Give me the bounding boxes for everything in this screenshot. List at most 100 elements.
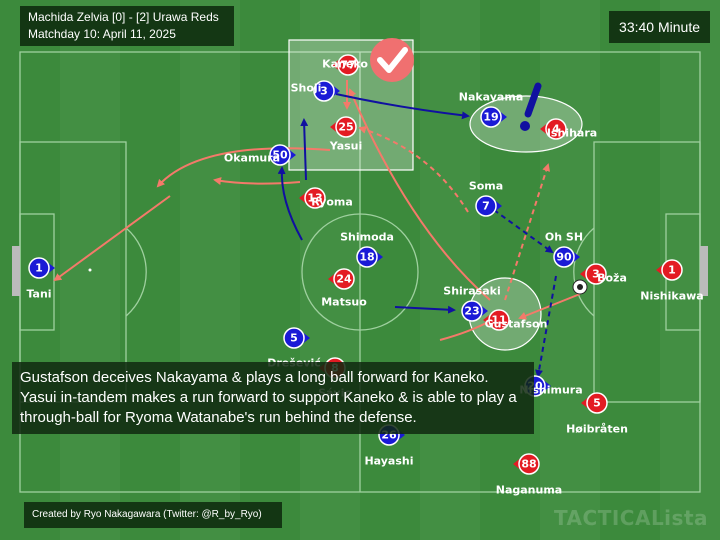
player-machida-7: 7 Soma bbox=[469, 180, 503, 217]
player-name: Okamura bbox=[224, 152, 280, 165]
player-number: 13 bbox=[307, 192, 322, 205]
player-number: 23 bbox=[464, 305, 479, 318]
player-disc bbox=[283, 327, 305, 349]
okamura-step-arrow bbox=[300, 118, 309, 181]
exclamation-icon bbox=[520, 82, 542, 131]
player-disc bbox=[661, 259, 683, 281]
player-number: 5 bbox=[593, 397, 601, 410]
player-disc bbox=[586, 392, 608, 414]
player-number: 1 bbox=[668, 264, 676, 277]
player-number: 77 bbox=[340, 59, 355, 72]
player-disc bbox=[480, 106, 502, 128]
right-goal bbox=[700, 246, 708, 296]
player-disc bbox=[545, 118, 567, 140]
player-machida-23: 23 Shirasaki bbox=[443, 285, 501, 322]
player-name: Yasui bbox=[329, 140, 363, 153]
player-disc bbox=[585, 263, 607, 285]
ryoma-run-arrow bbox=[53, 195, 171, 282]
player-name: Shirasaki bbox=[443, 285, 500, 298]
player-disc bbox=[518, 453, 540, 475]
match-title: Machida Zelvia [0] - [2] Urawa Reds bbox=[28, 10, 219, 24]
player-disc bbox=[269, 144, 291, 166]
credit: Created by Ryo Nakagawara (Twitter: @R_b… bbox=[24, 502, 282, 528]
player-name: Nishimura bbox=[519, 384, 582, 397]
movement-arrows bbox=[53, 80, 581, 378]
player-number: 19 bbox=[483, 111, 498, 124]
player-name: Matsuo bbox=[321, 296, 367, 309]
oh-drop-arrow bbox=[535, 275, 557, 378]
player-number: 18 bbox=[359, 251, 374, 264]
player-number: 1 bbox=[35, 262, 43, 275]
shirasaki-press-arrow bbox=[394, 305, 456, 314]
ryoma-wave-arrow bbox=[213, 177, 301, 185]
ball-icon bbox=[572, 279, 588, 295]
player-disc bbox=[313, 80, 335, 102]
through-ball-arrow bbox=[156, 147, 331, 188]
player-name: Oh SH bbox=[545, 231, 583, 244]
player-name: Kaneko bbox=[322, 58, 368, 71]
player-name: Ishihara bbox=[547, 127, 597, 140]
player-name: Høibråten bbox=[566, 423, 628, 436]
left-goal bbox=[12, 246, 20, 296]
player-number: 90 bbox=[556, 251, 572, 264]
player-disc bbox=[356, 246, 378, 268]
player-disc bbox=[333, 268, 355, 290]
player-number: 50 bbox=[272, 149, 288, 162]
player-disc bbox=[488, 309, 510, 331]
player-disc bbox=[28, 257, 50, 279]
caption: Gustafson deceives Nakayama & plays a lo… bbox=[12, 362, 534, 434]
player-name: Naganuma bbox=[496, 484, 562, 497]
player-number: 3 bbox=[320, 85, 328, 98]
soma-cover-arrow bbox=[493, 209, 554, 254]
match-clock: 33:40 Minute bbox=[609, 11, 710, 43]
player-disc bbox=[461, 300, 483, 322]
player-name: Hayashi bbox=[364, 455, 413, 468]
player-name: Boža bbox=[597, 272, 627, 285]
player-disc bbox=[337, 54, 359, 76]
player-name: Ryoma bbox=[311, 196, 353, 209]
player-number: 11 bbox=[491, 314, 506, 327]
player-number: 3 bbox=[592, 268, 600, 281]
player-name: Gustafson bbox=[485, 318, 548, 331]
player-name: Shoji bbox=[291, 82, 322, 95]
player-machida-18: 18 Shimoda bbox=[340, 231, 394, 268]
penalty-spot bbox=[88, 268, 92, 272]
player-name: Soma bbox=[469, 180, 503, 193]
player-name: Nishikawa bbox=[640, 290, 703, 303]
player-name: Shimoda bbox=[340, 231, 394, 244]
player-disc bbox=[304, 187, 326, 209]
watermark: TACTICALista bbox=[553, 506, 708, 530]
okamura-wave-arrow bbox=[277, 166, 303, 241]
player-number: 88 bbox=[521, 458, 536, 471]
player-disc bbox=[553, 246, 575, 268]
player-machida-90: 90 Oh SH bbox=[545, 231, 583, 268]
shoji-track-arrow bbox=[335, 93, 470, 120]
player-disc bbox=[475, 195, 497, 217]
player-name: Tani bbox=[26, 288, 51, 301]
match-info: Machida Zelvia [0] - [2] Urawa Reds Matc… bbox=[20, 6, 234, 46]
ishihara-option-arrow bbox=[504, 163, 550, 301]
player-number: 7 bbox=[482, 200, 490, 213]
player-number: 5 bbox=[290, 332, 298, 345]
player-disc bbox=[335, 116, 357, 138]
checkmark-icon bbox=[370, 38, 414, 82]
player-number: 25 bbox=[338, 121, 353, 134]
long-ball-arrow bbox=[348, 88, 491, 301]
player-name: Nakayama bbox=[459, 91, 524, 104]
player-number: 4 bbox=[552, 123, 560, 136]
player-machida-19: 19 Nakayama bbox=[459, 91, 524, 128]
